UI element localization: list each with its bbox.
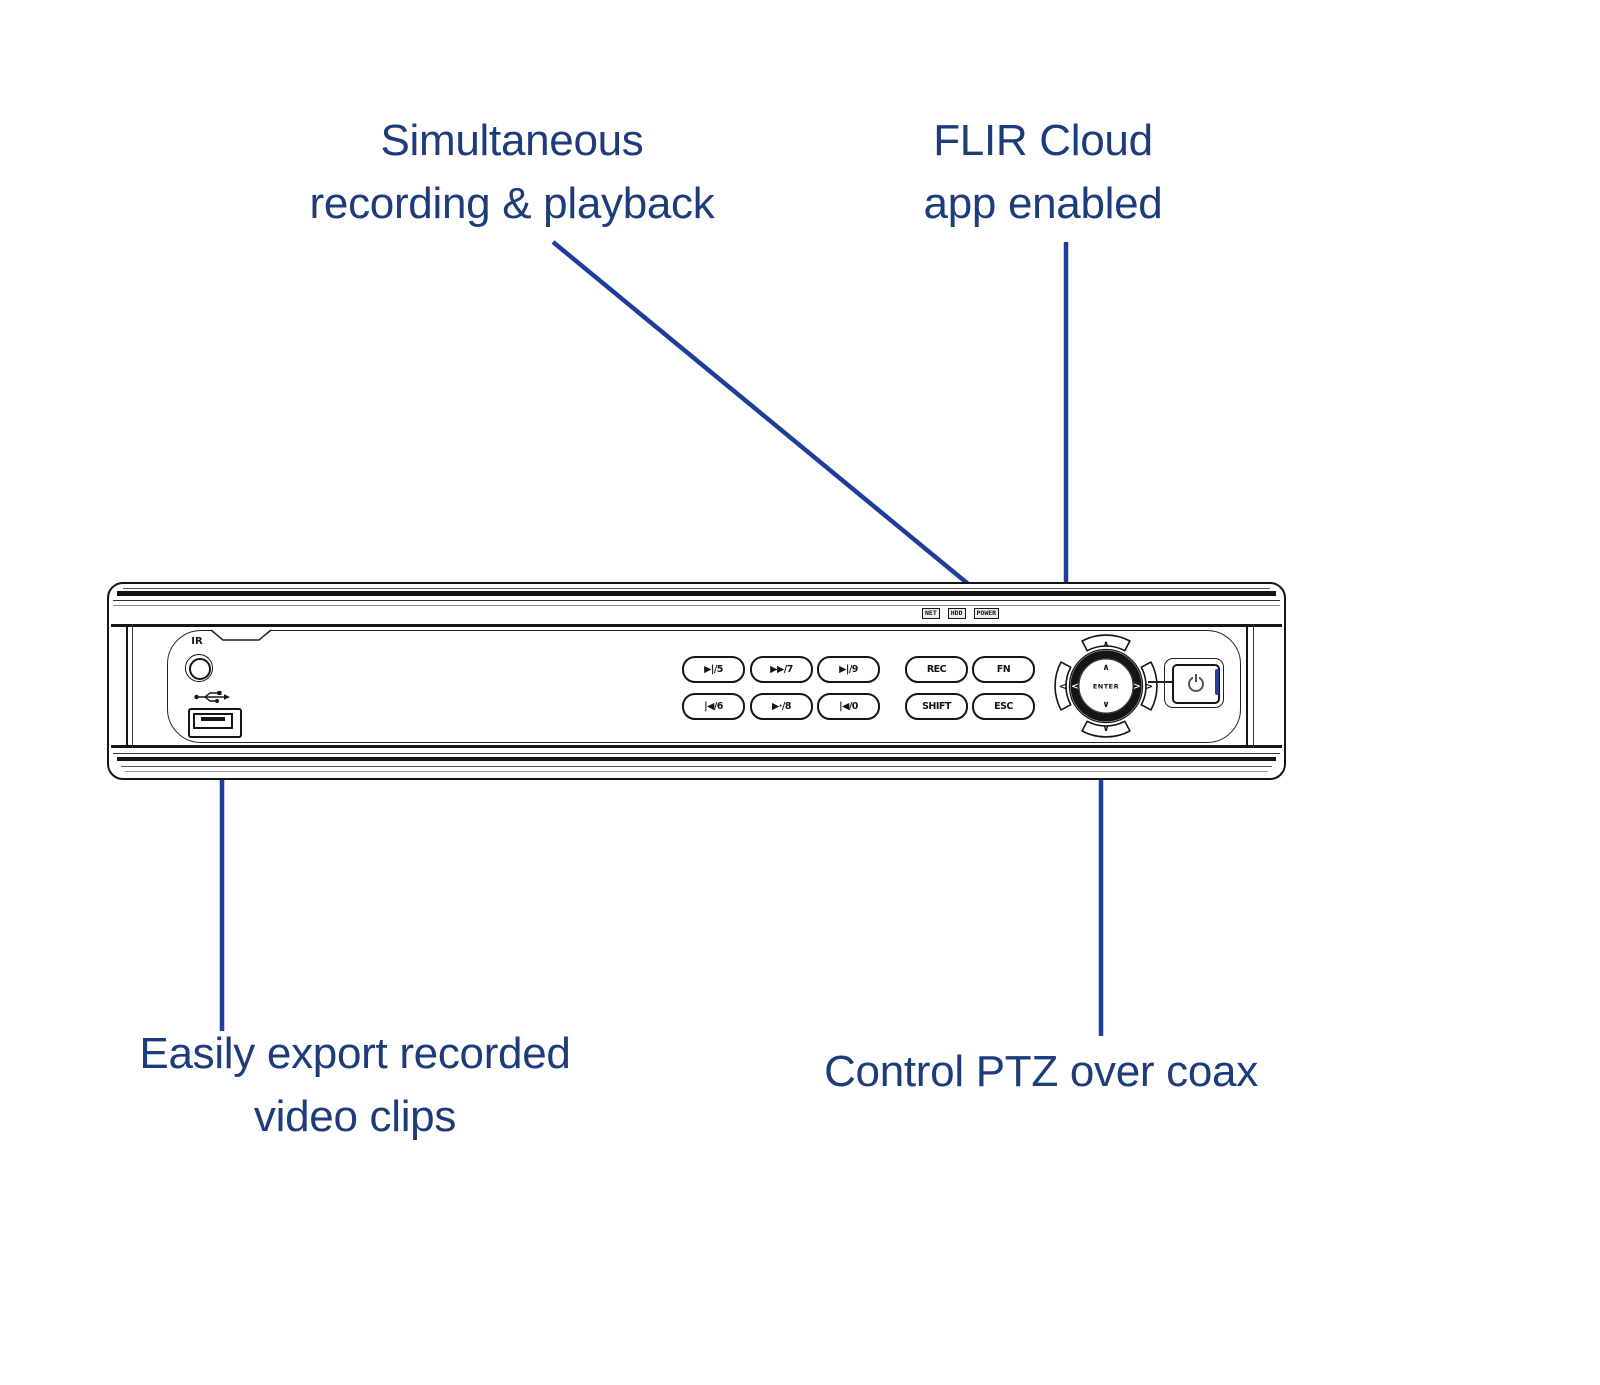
rec-button: REC	[905, 656, 968, 683]
bevel-line	[121, 766, 1272, 767]
next-9-button: ▶|/9	[817, 656, 880, 683]
enter-label: ENTER	[1093, 683, 1119, 691]
bevel-line	[125, 771, 1268, 772]
nav-down-chevron-icon: ∨	[1102, 724, 1109, 734]
hdd-led-label: HDD	[947, 608, 966, 619]
annotation-line: Simultaneous	[380, 116, 644, 165]
panel-notch	[210, 629, 272, 641]
annotation-line: recording & playback	[309, 179, 715, 228]
ring-right-chevron-icon: >	[1133, 682, 1141, 692]
ring-left-chevron-icon: <	[1071, 682, 1079, 692]
nav-ring	[1070, 650, 1142, 722]
esc-button: ESC	[972, 693, 1035, 720]
annotation-line: video clips	[253, 1092, 457, 1141]
fn-button: FN	[972, 656, 1035, 683]
usb-port-inner	[193, 713, 233, 729]
power-button	[1172, 664, 1220, 704]
right-cap-line	[1253, 624, 1254, 747]
annotation-line: Easily export recorded	[139, 1029, 571, 1078]
annotation-line: app enabled	[923, 179, 1163, 228]
previous-6-button: |◀/6	[682, 693, 745, 720]
power-led-label: POWER	[973, 608, 1000, 619]
nav-right-chevron-icon: >	[1145, 682, 1153, 693]
power-icon	[1188, 676, 1204, 692]
power-button-accent	[1215, 669, 1219, 695]
enter-button	[1078, 658, 1134, 714]
inner-up-chevron-icon: ∧	[1102, 663, 1109, 673]
right-cap-line	[1246, 624, 1248, 747]
bevel-line	[113, 753, 1280, 754]
power-divider-line	[1148, 681, 1173, 683]
usb-port	[188, 708, 242, 738]
reverse-0-button: |◀/0	[817, 693, 880, 720]
inner-down-chevron-icon: ∨	[1102, 700, 1109, 710]
face-top-line	[111, 624, 1282, 627]
annotation-ptz-coax: Control PTZ over coax	[751, 1040, 1331, 1103]
nav-left-chevron-icon: <	[1059, 682, 1067, 693]
bevel-line	[123, 588, 1270, 589]
left-cap-line	[126, 624, 128, 747]
ir-label: IR	[191, 636, 203, 647]
ir-sensor-icon	[189, 658, 211, 680]
slow-play-8-button: ▶·/8	[750, 693, 813, 720]
annotation-export-clips: Easily export recorded video clips	[75, 1022, 635, 1148]
status-leds: NET HDD POWER	[922, 608, 1000, 619]
annotation-line: FLIR Cloud	[933, 116, 1153, 165]
nav-up-outer-button	[1081, 634, 1131, 652]
left-cap-line	[132, 624, 133, 747]
power-button-well	[1164, 658, 1224, 708]
annotation-line: Control PTZ over coax	[824, 1047, 1258, 1096]
dvr-front-panel: IR NET HDD POWER ▶|/5 ▶▶/7 ▶|/9 REC	[107, 582, 1286, 780]
net-led-label: NET	[922, 608, 940, 619]
usb-icon	[194, 691, 230, 703]
bevel-line	[113, 600, 1280, 601]
usb-port-tongue	[201, 717, 225, 721]
fast-forward-7-button: ▶▶/7	[750, 656, 813, 683]
bevel-line	[113, 605, 1280, 606]
nav-up-chevron-icon: ∧	[1102, 640, 1109, 650]
bevel-band	[117, 757, 1276, 761]
ir-sensor-icon	[185, 654, 213, 682]
annotation-recording-playback: Simultaneous recording & playback	[262, 109, 762, 235]
annotation-flir-cloud: FLIR Cloud app enabled	[843, 109, 1243, 235]
face-bottom-line	[111, 745, 1282, 748]
play-pause-5-button: ▶|/5	[682, 656, 745, 683]
bevel-band	[117, 591, 1276, 596]
shift-button: SHIFT	[905, 693, 968, 720]
navigation-pad: ∧ ∨ < > < > ∧ ∨ ENTER	[1054, 634, 1158, 738]
